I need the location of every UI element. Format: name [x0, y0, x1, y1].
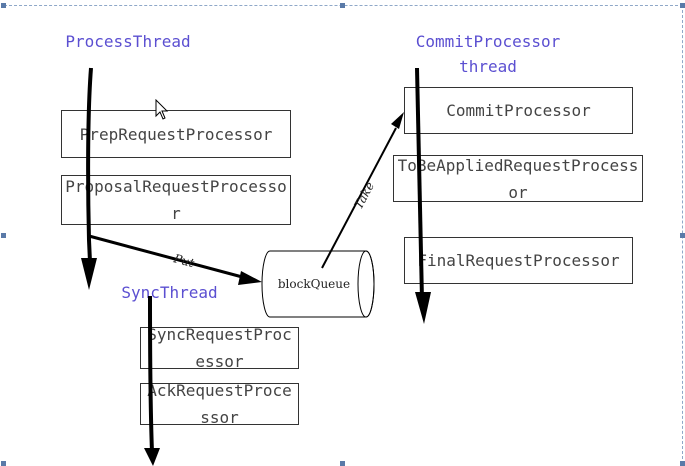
proposal-request-processor-box[interactable]: ProposalRequestProcessor: [61, 175, 291, 225]
take-edge-line: [321, 127, 397, 269]
sync-thread-flow-line: [148, 295, 154, 453]
resize-handle-top-right[interactable]: [680, 3, 685, 8]
resize-handle-bottom-left[interactable]: [1, 461, 6, 466]
sync-request-processor-box[interactable]: SyncRequestProcessor: [140, 325, 299, 371]
resize-handle-middle-left[interactable]: [1, 233, 6, 238]
put-edge-label: Put: [171, 251, 196, 270]
resize-handle-top-left[interactable]: [1, 3, 6, 8]
block-queue-label: blockQueue: [278, 277, 350, 291]
resize-handle-top-center[interactable]: [340, 3, 345, 8]
put-edge-line: [88, 234, 247, 280]
put-edge-arrowhead: [238, 271, 262, 285]
commit-thread-flow-arrowhead: [415, 292, 431, 324]
commit-processor-box[interactable]: CommitProcessor: [404, 87, 633, 134]
block-queue-cylinder[interactable]: blockQueue: [261, 250, 375, 318]
process-thread-flow-line: [86, 67, 93, 263]
ack-request-processor-box[interactable]: AckRequestProcessor: [140, 381, 299, 427]
resize-handle-middle-right[interactable]: [680, 233, 685, 238]
to-be-applied-request-processor-box[interactable]: ToBeAppliedRequestProcessor: [393, 155, 643, 202]
final-request-processor-box[interactable]: FinalRequestProcessor: [404, 237, 633, 284]
process-thread-title: ProcessThread: [65, 32, 191, 51]
sync-thread-flow-arrowhead: [144, 448, 160, 466]
take-edge-label: Take: [351, 180, 377, 212]
take-edge-arrowhead: [391, 112, 404, 129]
process-thread-flow-arrowhead: [81, 258, 97, 290]
mouse-cursor-icon: [155, 99, 169, 120]
resize-handle-bottom-right[interactable]: [680, 461, 685, 466]
resize-handle-bottom-center[interactable]: [340, 461, 345, 466]
commit-processor-thread-title: CommitProcessor thread: [415, 32, 561, 76]
commit-thread-flow-line: [415, 67, 424, 301]
sync-thread-title: SyncThread: [121, 283, 218, 302]
prep-request-processor-box[interactable]: PrepRequestProcessor: [61, 110, 291, 158]
